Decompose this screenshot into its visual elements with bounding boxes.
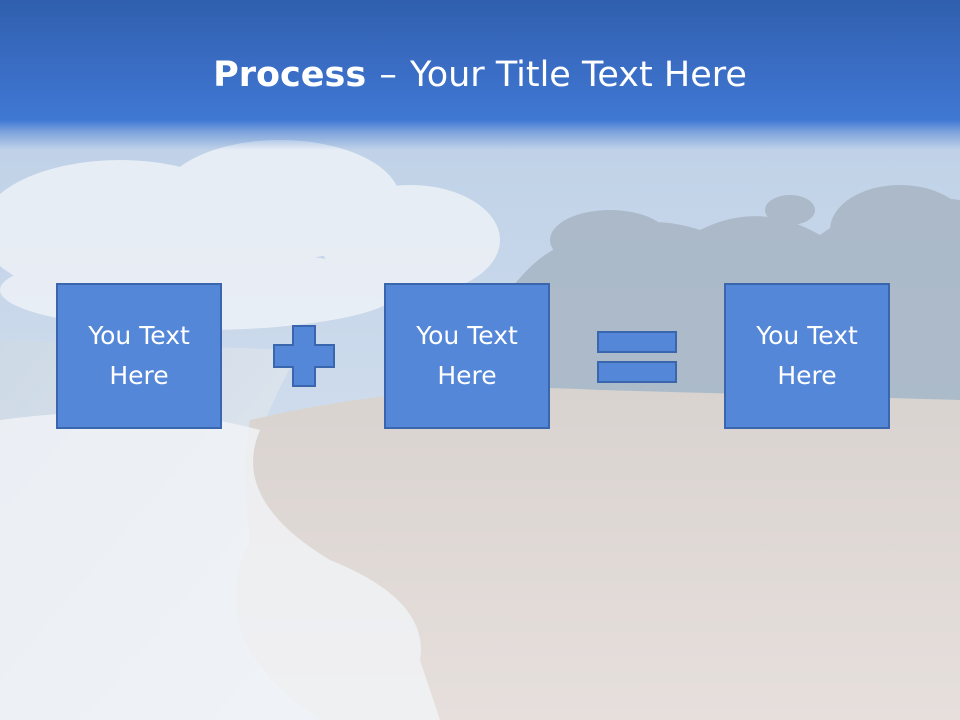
title-bold: Process — [213, 55, 367, 95]
slide-title: Process – Your Title Text Here — [0, 52, 960, 98]
process-box-3-text: You Text Here — [756, 321, 858, 390]
process-box-1-text: You Text Here — [88, 321, 190, 390]
title-text: Your Title Text Here — [409, 55, 747, 95]
process-box-2: You Text Here — [384, 283, 550, 429]
title-bar — [0, 0, 960, 150]
plus-icon — [273, 325, 335, 387]
process-box-3: You Text Here — [724, 283, 890, 429]
equals-icon — [597, 331, 677, 383]
title-separator: – — [379, 55, 397, 95]
process-box-2-text: You Text Here — [416, 321, 518, 390]
process-box-1: You Text Here — [56, 283, 222, 429]
cloud-shapes — [0, 140, 500, 330]
